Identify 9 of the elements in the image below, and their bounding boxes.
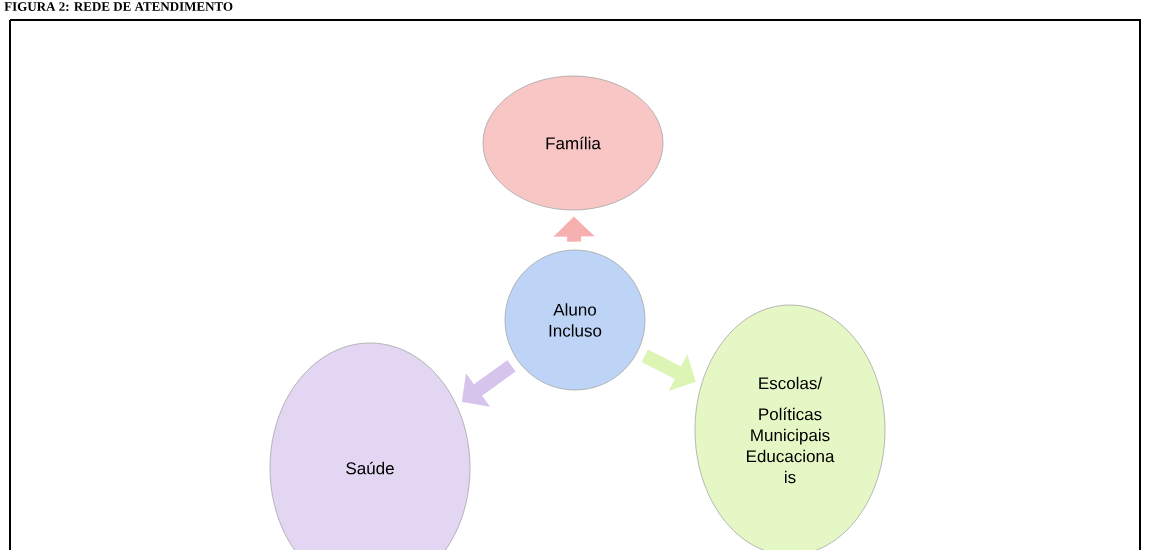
ellipse [694, 304, 886, 550]
circle [504, 249, 646, 391]
node-label: Família [546, 136, 601, 150]
node-label: Escolas/ Políticas Municipais Educaciona is [747, 376, 835, 484]
node-label: Saúde [346, 461, 394, 475]
ellipse [482, 75, 664, 211]
figure-title: FIGURA 2: REDE DE ATENDIMENTO [4, 2, 233, 11]
ellipse [269, 342, 471, 550]
node-label: Aluno Incluso [549, 303, 602, 337]
